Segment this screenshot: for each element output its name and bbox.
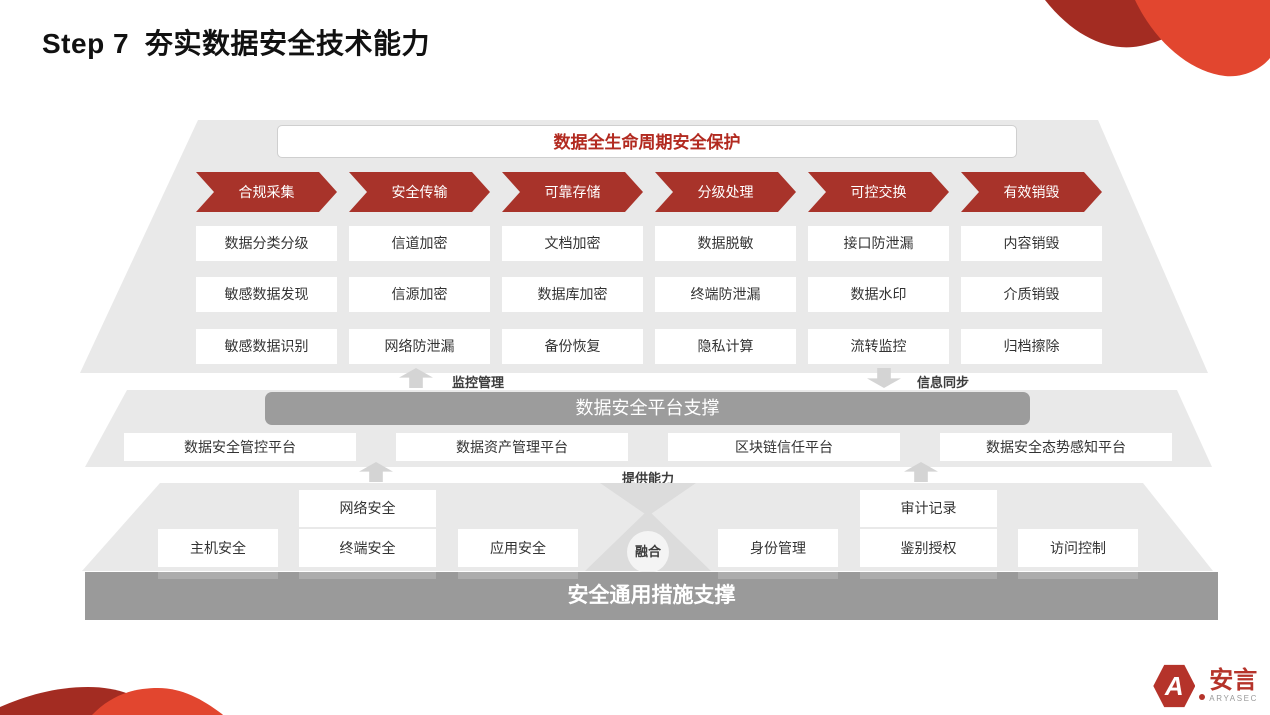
general-box: 审计记录 <box>860 490 997 527</box>
capability-box: 终端防泄漏 <box>655 277 796 312</box>
capability-box: 隐私计算 <box>655 329 796 364</box>
monitor-label: 监控管理 <box>452 375 505 390</box>
stage-banner: 可控交换 <box>808 172 949 212</box>
logo-letter: A <box>1164 670 1184 701</box>
platform-bar: 数据安全平台支撑 <box>265 392 1030 425</box>
capability-box: 数据脱敏 <box>655 226 796 261</box>
sync-label: 信息同步 <box>917 375 970 390</box>
capability-box: 敏感数据发现 <box>196 277 337 312</box>
stage-banner: 分级处理 <box>655 172 796 212</box>
platform-box: 数据资产管理平台 <box>396 433 628 461</box>
corner-swoosh-top-right-icon <box>1045 0 1270 77</box>
capability-box: 信道加密 <box>349 226 490 261</box>
company-logo: A 安言 ARYASEC <box>1153 663 1258 709</box>
platform-box: 数据安全管控平台 <box>124 433 356 461</box>
capability-box: 信源加密 <box>349 277 490 312</box>
capability-box: 敏感数据识别 <box>196 329 337 364</box>
logo-name: 安言 <box>1209 667 1258 694</box>
box-reflection <box>299 572 436 579</box>
capability-box: 数据水印 <box>808 277 949 312</box>
capability-box: 内容销毁 <box>961 226 1102 261</box>
stage-banner: 有效销毁 <box>961 172 1102 212</box>
capability-box: 文档加密 <box>502 226 643 261</box>
logo-subtitle: ARYASEC <box>1209 694 1258 703</box>
stage-banner: 可靠存储 <box>502 172 643 212</box>
box-reflection <box>860 572 997 579</box>
page-title: Step 7 夯实数据安全技术能力 <box>42 22 430 62</box>
provide-label: 提供能力 <box>622 471 675 486</box>
page-title-text: 夯实数据安全技术能力 <box>145 28 431 59</box>
general-box: 应用安全 <box>458 529 578 567</box>
box-reflection <box>158 572 278 579</box>
general-bar: 安全通用措施支撑 <box>85 572 1218 620</box>
capability-box: 归档擦除 <box>961 329 1102 364</box>
fusion-circle: 融合 <box>627 531 669 573</box>
capability-box: 网络防泄漏 <box>349 329 490 364</box>
general-box: 网络安全 <box>299 490 436 527</box>
capability-box: 流转监控 <box>808 329 949 364</box>
general-box: 身份管理 <box>718 529 838 567</box>
stage-banner: 合规采集 <box>196 172 337 212</box>
general-box: 终端安全 <box>299 529 436 567</box>
capability-box: 数据库加密 <box>502 277 643 312</box>
box-reflection <box>458 572 578 579</box>
general-box: 主机安全 <box>158 529 278 567</box>
stage-banner: 安全传输 <box>349 172 490 212</box>
capability-box: 介质销毁 <box>961 277 1102 312</box>
corner-swoosh-bottom-left-icon <box>0 687 223 715</box>
capability-box: 接口防泄漏 <box>808 226 949 261</box>
general-box: 访问控制 <box>1018 529 1138 567</box>
capability-box: 数据分类分级 <box>196 226 337 261</box>
general-box: 鉴别授权 <box>860 529 997 567</box>
box-reflection <box>718 572 838 579</box>
platform-box: 数据安全态势感知平台 <box>940 433 1172 461</box>
platform-box: 区块链信任平台 <box>668 433 900 461</box>
lifecycle-header: 数据全生命周期安全保护 <box>277 125 1017 158</box>
box-reflection <box>1018 572 1138 579</box>
logo-dot-icon <box>1199 694 1206 700</box>
logo-hexagon-icon: A <box>1153 664 1196 708</box>
page-title-step: Step 7 <box>42 28 130 59</box>
capability-box: 备份恢复 <box>502 329 643 364</box>
